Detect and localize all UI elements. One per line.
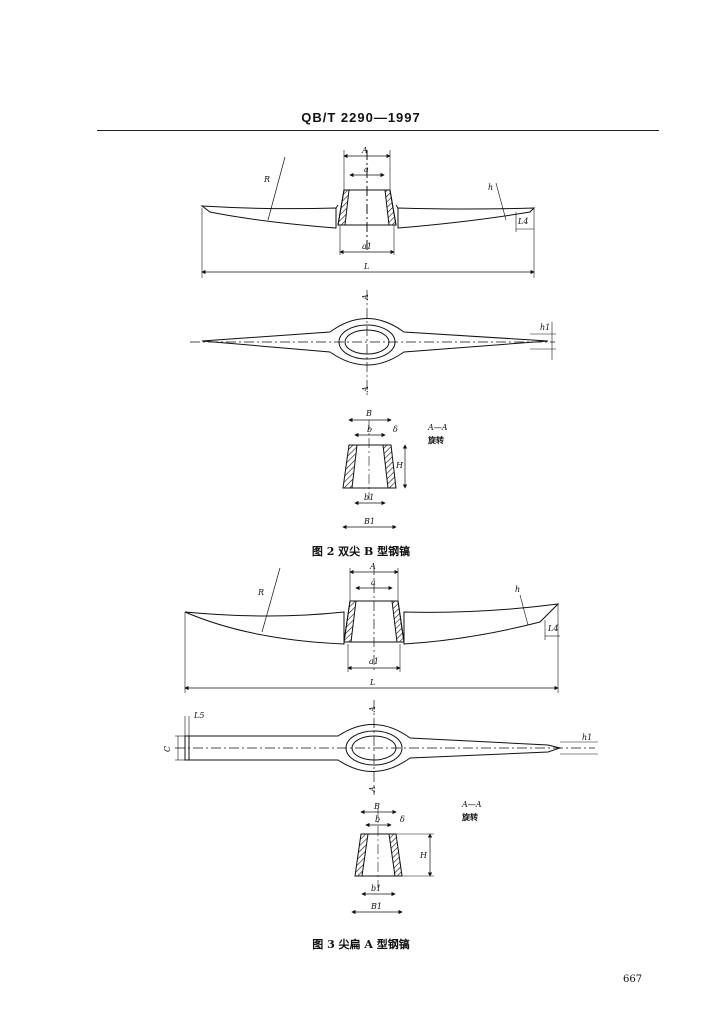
fig3-top-labels: A A L5 C h1 bbox=[163, 706, 592, 793]
fig3-dim-h1: h1 bbox=[582, 733, 592, 742]
fig2-section bbox=[342, 417, 408, 530]
fig2-dim-L4: L4 bbox=[517, 217, 528, 226]
fig3-dim-L5: L5 bbox=[193, 711, 204, 720]
fig2-sec-delta: δ bbox=[393, 425, 398, 434]
fig2-dim-A: A bbox=[361, 146, 368, 155]
fig3-sec-H: H bbox=[419, 851, 428, 860]
fig3-dim-C: C bbox=[163, 746, 172, 752]
fig2-sec-H: H bbox=[395, 461, 404, 470]
figure3-caption: 图 3 尖扁 A 型钢镐 bbox=[312, 938, 410, 951]
fig2-side-view bbox=[200, 150, 536, 278]
fig2-top-view bbox=[190, 290, 556, 395]
fig3-section-labels: B b δ H b1 B1 A—A 旋转 bbox=[370, 800, 482, 911]
fig3-sec-note: 旋转 bbox=[461, 812, 478, 822]
fig3-sec-B: B bbox=[373, 802, 380, 811]
fig3-section bbox=[351, 808, 434, 915]
fig3-side-view bbox=[184, 565, 560, 693]
fig2-sec-B: B bbox=[365, 409, 372, 418]
fig2-sec-b1: b1 bbox=[364, 493, 374, 502]
fig2-top-labels: A A h1 bbox=[361, 294, 550, 393]
fig3-sec-label: A—A bbox=[461, 800, 482, 809]
figure2-caption: 图 2 双尖 B 型钢镐 bbox=[311, 545, 411, 558]
fig2-dim-h1: h1 bbox=[540, 323, 550, 332]
fig3-sec-B1: B1 bbox=[370, 902, 382, 911]
fig3-dim-h: h bbox=[515, 585, 520, 594]
page-number: 667 bbox=[623, 974, 643, 985]
header-rule bbox=[97, 130, 659, 131]
fig3-dim-a1: a1 bbox=[369, 657, 379, 666]
fig3-dim-L4: L4 bbox=[547, 624, 558, 633]
fig2-sec-note: 旋转 bbox=[427, 435, 444, 445]
fig2-dim-h: h bbox=[488, 183, 493, 192]
fig3-dim-L: L bbox=[369, 678, 375, 687]
fig3-dim-a: a bbox=[371, 578, 376, 587]
fig3-sec-b: b bbox=[375, 815, 380, 824]
fig2-cut-mark-top: A bbox=[361, 294, 370, 301]
fig2-sec-label: A—A bbox=[427, 423, 448, 432]
fig3-side-labels: A a a1 L R h L4 bbox=[257, 562, 558, 687]
fig2-dim-L: L bbox=[363, 262, 369, 271]
fig2-sec-b: b bbox=[367, 425, 372, 434]
fig2-dim-R: R bbox=[263, 175, 270, 184]
fig3-dim-A: A bbox=[369, 562, 376, 571]
fig2-dim-a1: a1 bbox=[362, 242, 372, 251]
fig2-dim-a: a bbox=[364, 165, 369, 174]
fig3-cut-mark-bottom: A bbox=[368, 786, 377, 793]
fig2-sec-B1: B1 bbox=[363, 517, 375, 526]
fig3-dim-R: R bbox=[257, 588, 264, 597]
fig3-top-view bbox=[175, 700, 598, 795]
fig2-side-labels: A a a1 L R h L4 bbox=[263, 146, 528, 271]
fig3-cut-mark-top: A bbox=[368, 706, 377, 713]
standard-code-header: QB/T 2290—1997 bbox=[301, 110, 421, 125]
fig2-cut-mark-bottom: A bbox=[361, 386, 370, 393]
fig2-section-labels: B b δ H b1 B1 A—A 旋转 bbox=[363, 409, 448, 526]
fig3-sec-b1: b1 bbox=[371, 884, 381, 893]
fig3-sec-delta: δ bbox=[400, 815, 405, 824]
